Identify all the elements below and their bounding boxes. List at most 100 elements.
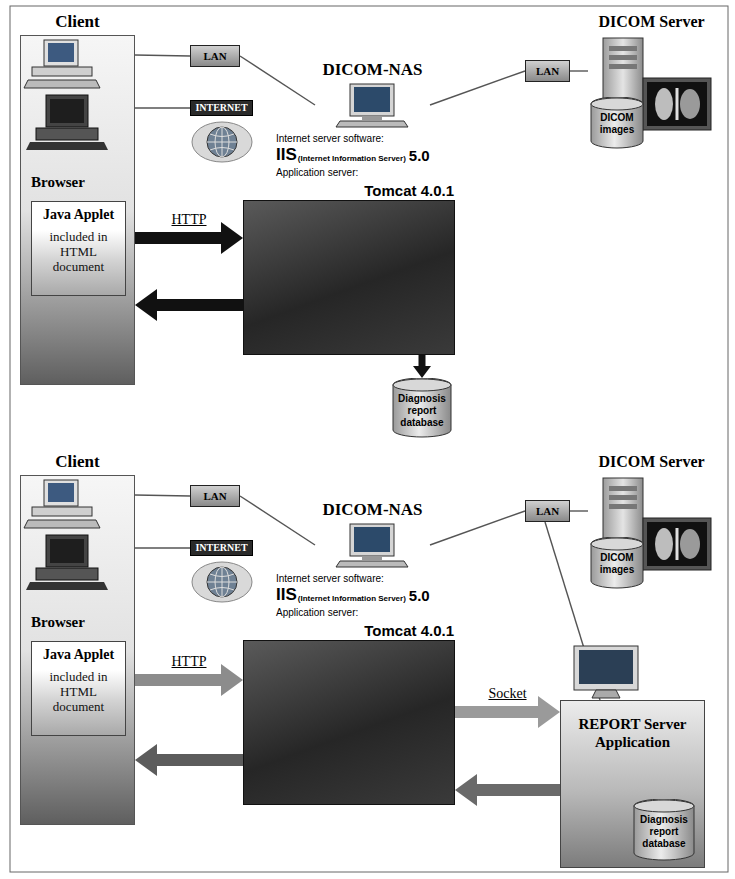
viewer-screen xyxy=(647,82,707,126)
drive-bay xyxy=(609,46,637,51)
lan-hub: LAN xyxy=(190,485,240,507)
network-link xyxy=(430,511,525,545)
client-heading: Client xyxy=(21,12,134,32)
keyboard xyxy=(26,142,108,150)
store-label: DICOM images xyxy=(592,552,642,576)
host-label: DICOM-NAS xyxy=(315,60,430,80)
protocol-label: HTTP xyxy=(170,212,209,228)
data-flow-arrow xyxy=(157,299,243,311)
dicom-server: DICOM ServerDICOM images xyxy=(588,452,715,592)
cylinder-body xyxy=(634,799,694,860)
cylinder-body xyxy=(393,378,451,437)
network-link xyxy=(135,547,190,548)
cylinder-top xyxy=(393,379,451,391)
lan-hub: LAN xyxy=(190,45,240,67)
keyboard xyxy=(336,121,408,127)
globe-meridian xyxy=(215,127,229,157)
version-number: 5.0 xyxy=(409,587,430,605)
data-flow-arrow xyxy=(477,784,560,796)
monitor-screen xyxy=(579,650,633,684)
report-server-monitor xyxy=(574,646,638,698)
report-server-box: REPORT Server ApplicationDiagnosis repor… xyxy=(560,700,705,868)
client-ground xyxy=(20,35,135,385)
keyboard xyxy=(24,80,100,88)
network-link xyxy=(135,107,190,108)
lan-hub: LAN xyxy=(525,60,570,82)
monitor-screen xyxy=(50,99,84,123)
report-label: REPORT Server Application xyxy=(567,715,698,751)
network-link xyxy=(135,495,190,496)
network-link xyxy=(570,70,588,71)
server-heading: Tomcat 4.0.1 xyxy=(244,182,454,199)
monitor-frame xyxy=(574,646,638,690)
network-link xyxy=(570,510,588,511)
browser-label: Browser xyxy=(21,613,134,631)
scan-spine xyxy=(676,88,679,120)
product-note: (Internet Information Server) xyxy=(298,594,406,604)
dicom-server: DICOM ServerDICOM images xyxy=(588,12,715,152)
network-link xyxy=(135,55,190,56)
drive-bay xyxy=(609,64,637,69)
monitor-screen xyxy=(354,87,390,112)
lan-label: LAN xyxy=(536,505,559,518)
protocol-label: Socket xyxy=(486,686,528,702)
globe xyxy=(207,127,237,157)
applet-box: Java Applet included in HTML document xyxy=(31,641,126,736)
image-store: DICOM images xyxy=(590,97,644,149)
database-label: Diagnosis report database xyxy=(394,393,450,429)
protocol-label: HTTP xyxy=(170,654,209,670)
data-flow-arrow xyxy=(157,754,243,766)
applet-note: included in HTML document xyxy=(36,669,121,714)
nas-computer-icon xyxy=(336,84,408,127)
drive-bay xyxy=(609,55,637,60)
internet-box: INTERNET xyxy=(190,100,253,116)
report-database: Diagnosis report database xyxy=(392,378,452,438)
server-label: DICOM Server xyxy=(588,12,715,31)
server-product: IIS xyxy=(276,585,297,605)
lan-label: LAN xyxy=(536,65,559,78)
network-link xyxy=(240,56,315,105)
version-number: 5.0 xyxy=(409,147,430,165)
network-link xyxy=(240,496,315,545)
browser-label: Browser xyxy=(21,173,134,191)
panel-icons xyxy=(20,35,711,385)
tomcat-server: Tomcat 4.0.1 xyxy=(243,640,455,805)
monitor-stand xyxy=(592,690,620,698)
cylinder-body xyxy=(591,97,643,148)
applet-heading: Java Applet xyxy=(36,206,121,223)
cloud-shape xyxy=(192,122,252,162)
applet-note: included in HTML document xyxy=(36,229,121,274)
software-caption: Internet server software: xyxy=(276,133,384,145)
data-flow-arrow xyxy=(419,355,426,366)
host-label: DICOM-NAS xyxy=(315,500,430,520)
monitor-screen xyxy=(48,43,74,62)
server-caption: Application server: xyxy=(276,167,358,179)
applet-box: Java Applet included in HTML document xyxy=(31,201,126,296)
server-label: DICOM Server xyxy=(588,452,715,471)
report-database: Diagnosis report database xyxy=(633,799,695,861)
desktop-pc-icon xyxy=(24,40,100,88)
client-box: ClientBrowserJava Appletincluded in HTML… xyxy=(20,475,135,825)
monitor-frame xyxy=(350,84,394,116)
viewer-monitor xyxy=(643,78,711,130)
internet-label: INTERNET xyxy=(195,102,247,114)
applet-heading: Java Applet xyxy=(36,646,121,663)
nas-host: DICOM-NAS xyxy=(315,60,430,128)
client-heading: Client xyxy=(21,452,134,472)
tomcat-server: Tomcat 4.0.1 xyxy=(243,200,455,355)
data-flow-arrow xyxy=(135,232,221,244)
lan-hub: LAN xyxy=(525,500,570,522)
network-link xyxy=(430,71,525,105)
data-flow-arrow xyxy=(135,674,221,686)
database-label: Diagnosis report database xyxy=(635,814,693,850)
scan-image xyxy=(655,88,673,120)
internet-cloud xyxy=(192,122,252,162)
monitor-frame xyxy=(46,95,88,127)
pc-case xyxy=(32,67,92,76)
nas-host: DICOM-NAS xyxy=(315,500,430,568)
server-caption: Application server: xyxy=(276,607,358,619)
cylinder-body xyxy=(591,537,643,588)
product-note: (Internet Information Server) xyxy=(298,154,406,164)
internet-box: INTERNET xyxy=(190,540,253,556)
cylinder-top xyxy=(591,538,643,550)
